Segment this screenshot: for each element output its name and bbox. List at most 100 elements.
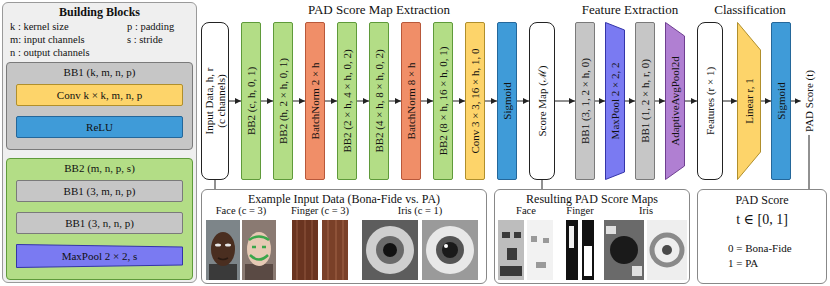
layer-text: (c channels) (215, 68, 227, 135)
score-map-image (584, 246, 592, 276)
block-definition: BB2 (m, n, p, s)BB1 (3, m, n, p)BB1 (3, … (6, 158, 193, 280)
connector (625, 101, 635, 102)
layer-text: MaxPool 2 × 2, s (62, 250, 138, 262)
layer-text: BB2 (2 × h, 4 × h, 0, 2) (341, 49, 353, 152)
layer-text: BB1 (3, n, n, p) (65, 217, 134, 229)
block-layer: BB1 (1, 2 × h, r, 0) (635, 22, 655, 180)
score-map-image (531, 236, 549, 268)
score-map-image (500, 232, 522, 276)
node-text: m: input channels (10, 34, 85, 47)
rotated-label: Conv 3 × 3, 16 × h, 1, 0 (469, 49, 481, 154)
layer-text: BB2 (4 × h, 8 × h, 0, 2) (373, 49, 385, 152)
iris-image (383, 243, 397, 257)
score-map-image (604, 220, 644, 280)
block-layer: BB1 (3, m, n, p) (16, 180, 183, 202)
face-image (211, 232, 235, 266)
score-maps-panel: Resulting PAD Score Maps (494, 189, 690, 284)
finger-image (297, 220, 312, 280)
face-image (245, 264, 273, 280)
iris-image (362, 220, 418, 280)
block-layer: BB2 (8 × h, 16 × h, 0, 1) (433, 22, 453, 180)
connector (517, 101, 529, 102)
face-image (242, 220, 276, 280)
layer-text: Conv k × k, m, n, p (57, 89, 142, 101)
finger-image (322, 220, 348, 280)
iris-image (376, 236, 404, 264)
connector (215, 180, 216, 189)
layer-text: BB2 (h, 2 × h, 0, 1) (277, 58, 289, 144)
score-map-image (582, 220, 594, 280)
connector (261, 101, 273, 102)
layer-text: Features (r × 1) (704, 67, 716, 135)
connector (357, 101, 369, 102)
rotated-label: Score Map (ℳ) (536, 65, 548, 136)
layer-text: Sigmoid (501, 82, 513, 119)
layer-text: ReLU (86, 121, 113, 133)
rotated-label: Sigmoid (501, 82, 513, 119)
connector (485, 101, 497, 102)
connector (453, 101, 465, 102)
score-map-image (652, 235, 682, 265)
example-panel: Example Input Data (Bona-Fide vs. PA) (201, 189, 487, 284)
rotated-label: BB2 (c, h, 0, 1) (245, 67, 257, 135)
layer-outline (738, 23, 761, 180)
features-box: Features (r × 1) (697, 22, 723, 180)
activation-layer: Sigmoid (497, 22, 517, 180)
node-heading: Example Input Data (Bona-Fide vs. PA) (248, 192, 440, 206)
node-heading: PAD Score (735, 193, 788, 207)
rotated-label: Linear r, 1 (743, 78, 755, 124)
pool-layer: MaxPool 2 × 2, s (16, 244, 183, 268)
node-text: 1 = PA (728, 257, 758, 270)
connector (685, 101, 697, 102)
score-map-box: Score Map (ℳ) (529, 22, 555, 180)
leader-line (809, 135, 810, 189)
iris-image (426, 226, 474, 274)
rotated-label: Sigmoid (775, 82, 787, 119)
connector (389, 101, 401, 102)
linear-layer: Linear r, 1 (737, 22, 761, 180)
score-map-image (566, 220, 578, 280)
connector (555, 101, 575, 102)
layer-text: BB2 (c, h, 0, 1) (245, 67, 257, 135)
section-heading: PAD Score Map Extraction (308, 3, 450, 18)
rotated-label: Features (r × 1) (704, 67, 716, 135)
iris-image (442, 242, 458, 258)
face-image (206, 220, 240, 280)
input-box: Input Data, h, r(c channels) (201, 22, 229, 180)
pool-layer: AdaptiveAvgPool2d (665, 22, 685, 180)
layer-text: BatchNorm 2 × h (309, 63, 321, 140)
layer-text: Input Data, h, r (203, 68, 215, 135)
face-image (218, 258, 228, 260)
finger-image (292, 220, 318, 280)
score-map-image (606, 226, 642, 276)
face-image (215, 244, 221, 247)
block-definition: BB1 (k, m, n, p)Conv k × k, m, n, pReLU (6, 62, 193, 150)
connector (723, 101, 737, 102)
block-layer: BB2 (c, h, 0, 1) (241, 22, 261, 180)
image-label: Iris (c = 1) (398, 205, 443, 217)
image-label: Finger (c = 3) (291, 205, 349, 217)
score-map-image (498, 220, 524, 280)
building-blocks-panel: Building Blocksk : kernel sizem: input c… (2, 2, 197, 283)
rotated-label: BatchNorm 2 × h (309, 63, 321, 140)
rotated-label: BB1 (3, 1, 2 × h, 0) (579, 58, 591, 144)
conv-layer: Conv k × k, m, n, p (16, 84, 183, 106)
node-text: p : padding (127, 21, 174, 34)
face-image (247, 232, 271, 266)
layer-text: Sigmoid (775, 82, 787, 119)
finger-image (328, 220, 343, 280)
score-map-image (647, 220, 687, 280)
pad-score-panel: PAD Scoret ∈ [0, 1]0 = Bona-Fide1 = PA (697, 189, 827, 284)
activation-layer: ReLU (16, 116, 183, 138)
image-label: Face (516, 205, 536, 217)
rotated-label: BB2 (h, 2 × h, 0, 1) (277, 58, 289, 144)
rotated-label: BB2 (4 × h, 8 × h, 0, 2) (373, 49, 385, 152)
iris-image (422, 220, 478, 280)
connector (325, 101, 337, 102)
connector (293, 101, 305, 102)
node-heading: Building Blocks (59, 5, 140, 19)
score-map-image (662, 245, 672, 255)
layer-text: MaxPool 2 × 2, 2 (609, 63, 621, 140)
layer-outline (666, 23, 685, 180)
